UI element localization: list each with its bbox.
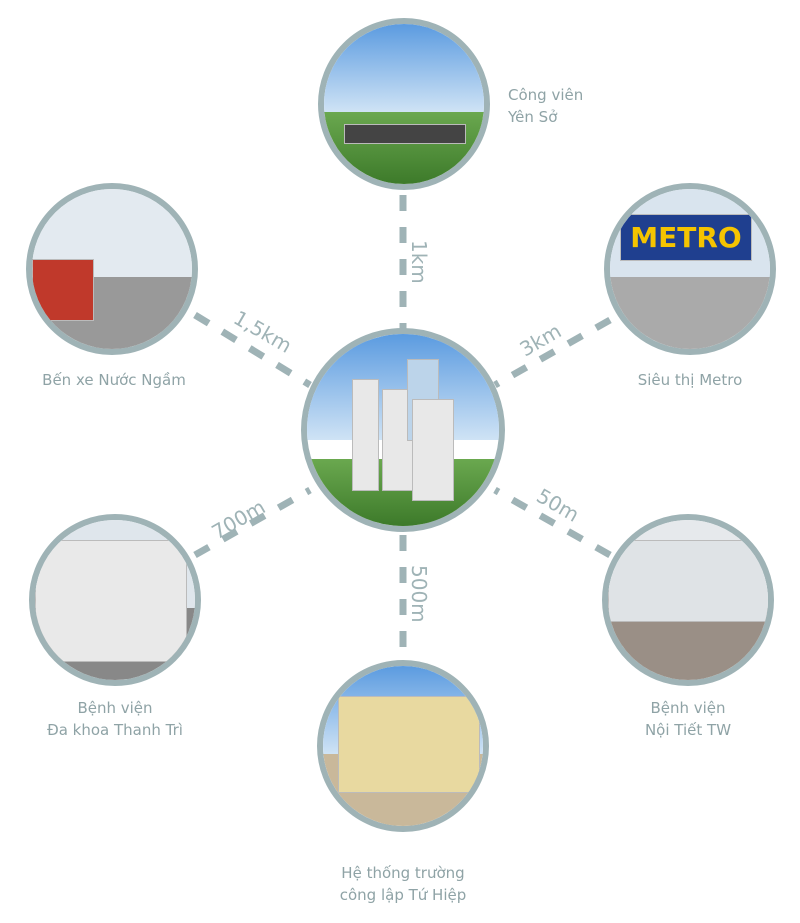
center-project-image <box>301 328 505 532</box>
label-line: Hệ thống trường <box>341 864 465 882</box>
thanh-tri-hospital-image <box>29 514 201 686</box>
endocrine-hospital-image <box>602 514 774 686</box>
distance-thanh-tri: 700m <box>208 495 270 545</box>
connector-thanh-tri <box>193 486 312 559</box>
label-endocrine: Bệnh viện Nội Tiết TW <box>645 697 731 741</box>
connector-endocrine <box>493 486 612 559</box>
yen-so-park-image <box>318 18 490 190</box>
metro-image: METRO <box>604 183 776 355</box>
distance-schools: 500m <box>407 565 431 623</box>
label-line: Bến xe Nước Ngầm <box>42 371 186 389</box>
label-line: Siêu thị Metro <box>637 371 743 389</box>
connector-metro <box>493 316 612 389</box>
schools-image <box>317 660 489 832</box>
label-line: công lập Tứ Hiệp <box>339 886 467 904</box>
label-thanh-tri: Bệnh viện Đa khoa Thanh Trì <box>47 697 183 741</box>
distance-yen-so: 1km <box>407 240 431 284</box>
label-line: Bệnh viện <box>650 699 726 717</box>
distance-metro: 3km <box>516 319 566 362</box>
label-line: Yên Sở <box>508 108 558 126</box>
label-bus: Bến xe Nước Ngầm <box>42 369 186 391</box>
label-line: Bệnh viện <box>77 699 153 717</box>
metro-sign-icon: METRO <box>620 214 752 261</box>
label-metro: Siêu thị Metro <box>638 369 743 391</box>
label-yen-so: Công viên Yên Sở <box>508 84 583 128</box>
label-line: Nội Tiết TW <box>644 721 732 739</box>
connector-bus <box>193 312 312 388</box>
distance-endocrine: 50m <box>533 484 584 527</box>
bus-station-image <box>26 183 198 355</box>
label-line: Đa khoa Thanh Trì <box>47 721 183 739</box>
label-line: Công viên <box>508 86 584 104</box>
distance-bus: 1,5km <box>230 306 296 358</box>
label-schools: Hệ thống trường công lập Tứ Hiệp <box>340 862 467 906</box>
